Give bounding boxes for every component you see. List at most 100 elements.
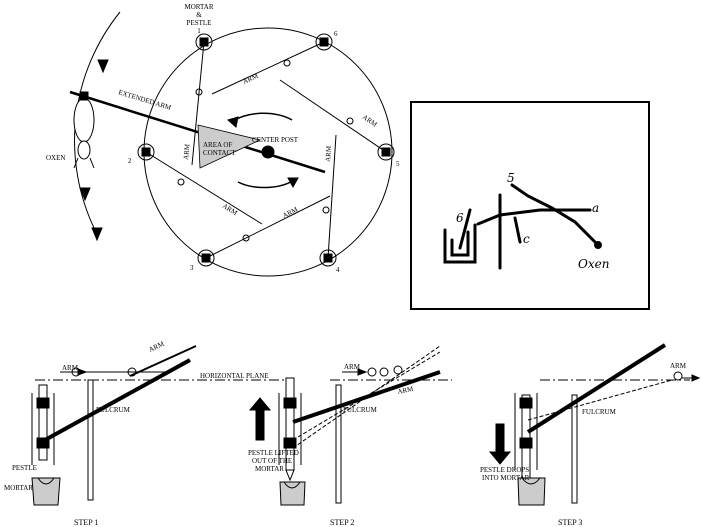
arrowhead <box>287 177 299 189</box>
roller <box>367 367 377 377</box>
roller <box>322 206 330 214</box>
pestle-label: PESTLE <box>12 464 37 472</box>
roller <box>242 234 250 242</box>
arm-5 <box>279 79 387 153</box>
guide <box>36 397 50 409</box>
station-number-6: 6 <box>334 30 338 38</box>
extended-arm-line <box>69 90 326 174</box>
station-4 <box>319 249 337 267</box>
roller <box>195 88 203 96</box>
roller <box>177 178 185 186</box>
guide <box>519 397 533 409</box>
station-number-2: 2 <box>128 157 132 165</box>
step-1 <box>31 345 290 506</box>
area-of-contact-shape <box>197 124 262 169</box>
step2-arm-label: ARM <box>344 363 361 371</box>
step2-note-line1: PESTLE LIFTED <box>248 449 299 457</box>
mortar-label-line3: PESTLE <box>187 19 212 27</box>
step3-note-line1: PESTLE DROPS <box>480 466 529 474</box>
fulcrum-post <box>335 384 342 504</box>
step1-arm-label-2: ARM <box>147 339 166 353</box>
mortar-block <box>31 477 61 506</box>
oxen-figure <box>73 91 95 169</box>
mortar-label-line1: MORTAR <box>185 3 214 11</box>
path-arrow <box>97 59 109 74</box>
arm-2 <box>145 151 263 225</box>
arrowhead <box>226 116 239 128</box>
step2-label: STEP 2 <box>330 518 354 527</box>
step2-arm-label-2: ARM <box>397 385 415 396</box>
oxen-label: OXEN <box>46 154 65 162</box>
sketch-label-a: a <box>592 201 599 215</box>
center-post-dot <box>261 145 275 159</box>
arm-label-1: ARM <box>182 143 191 160</box>
lever-beam <box>292 370 441 424</box>
step-text: ARM ARM HORIZONTAL PLANE FULCRUM PESTLE … <box>4 339 687 527</box>
arm-1 <box>191 41 205 166</box>
lever-beam <box>44 358 191 442</box>
arm-label-2: ARM <box>221 202 239 218</box>
mortar-block <box>517 477 546 506</box>
arm-label-3: ARM <box>281 205 300 220</box>
lever-beam <box>526 343 667 434</box>
roller <box>379 367 389 377</box>
station-6 <box>315 33 333 51</box>
station-number-1: 1 <box>197 27 201 35</box>
step1-arm-label: ARM <box>62 364 79 372</box>
fulcrum-post <box>571 394 578 504</box>
station-3 <box>197 249 215 267</box>
arm-label-5: ARM <box>361 113 379 129</box>
pestle-shaft <box>38 384 48 461</box>
station-number-4: 4 <box>336 266 340 274</box>
rotation-arrow-bottom <box>237 179 295 189</box>
path-arrow <box>79 187 91 202</box>
station-5 <box>377 143 395 161</box>
horizontal-plane-label: HORIZONTAL PLANE <box>200 372 269 380</box>
arm-label-6: ARM <box>241 71 260 85</box>
roller <box>283 59 291 67</box>
area-of-contact-line1: AREA OF <box>203 141 232 149</box>
mortar-label: MORTAR <box>4 484 33 492</box>
step2-note-line2: OUT OF THE <box>252 457 292 465</box>
step2-note-line3: MORTAR <box>255 465 284 473</box>
step1-label: STEP 1 <box>74 518 98 527</box>
guide <box>519 437 533 449</box>
step3-note-line2: INTO MORTAR <box>482 474 530 482</box>
sketch-label-6: 6 <box>456 211 464 225</box>
up-arrow <box>248 397 272 441</box>
station-1 <box>195 33 213 51</box>
station-number-3: 3 <box>190 264 194 272</box>
step3-label: STEP 3 <box>558 518 582 527</box>
step-3 <box>488 343 701 506</box>
mortar-label-line2: & <box>196 11 202 19</box>
rotation-arrow-top <box>231 112 293 123</box>
arm-6 <box>211 41 325 95</box>
sketch-label-oxen: Oxen <box>578 257 609 271</box>
station-2 <box>137 143 155 161</box>
sketch-frame <box>410 101 650 310</box>
step2-fulcrum-label: FULCRUM <box>343 406 378 414</box>
arm-3 <box>205 195 331 259</box>
sketch-oxen-dot <box>594 241 602 249</box>
area-of-contact-line2: CONTACT <box>203 149 236 157</box>
mortar-block <box>279 481 306 506</box>
guide <box>36 437 50 449</box>
sketch-drawing <box>443 183 600 270</box>
roller <box>346 117 354 125</box>
fulcrum-post <box>87 379 94 501</box>
step3-fulcrum-label: FULCRUM <box>582 408 617 416</box>
roller <box>673 371 683 381</box>
arm-label-4: ARM <box>324 145 333 162</box>
guide <box>283 437 297 449</box>
guide <box>283 397 297 409</box>
sketch-label-5: 5 <box>507 171 515 185</box>
step-2 <box>248 345 452 506</box>
sketch-panel: 5 a 6 c Oxen <box>410 101 650 310</box>
steps-panel <box>31 343 701 506</box>
roller <box>393 365 403 375</box>
arm-rod <box>129 345 197 377</box>
step3-arm-label: ARM <box>670 362 687 370</box>
path-arrow <box>91 227 103 242</box>
step1-fulcrum-label: FULCRUM <box>96 406 131 414</box>
